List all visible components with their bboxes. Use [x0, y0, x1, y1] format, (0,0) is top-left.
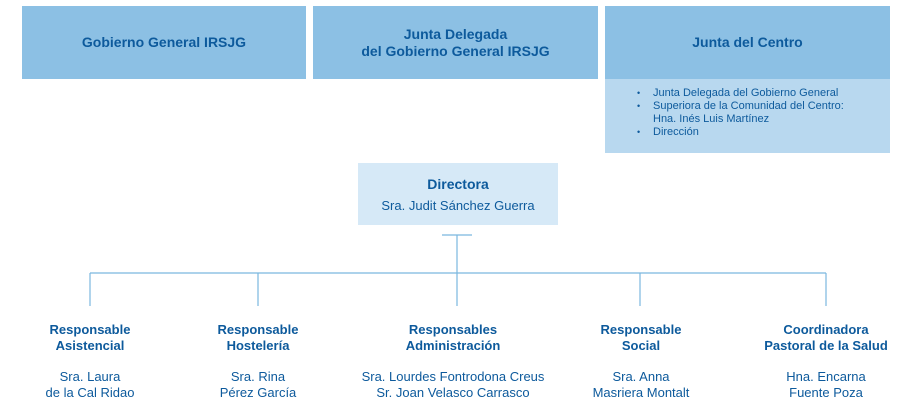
bullet-icon: •	[637, 88, 641, 98]
junta-delegada-label-line1: Junta Delegada	[403, 25, 508, 42]
bullet-icon: •	[637, 127, 641, 137]
junta-delegada-label-line2: del Gobierno General IRSJG	[361, 42, 550, 59]
gobierno-general-box: Gobierno General IRSJG	[22, 6, 306, 79]
list-item: Hna. Inés Luis Martínez	[653, 113, 770, 125]
directora-title: Directora	[427, 176, 489, 192]
junta-centro-box: Junta del Centro	[605, 6, 890, 79]
list-item: •Junta Delegada del Gobierno General	[637, 87, 839, 99]
directora-box: Directora Sra. Judit Sánchez Guerra	[358, 163, 558, 225]
junta-centro-list: •Junta Delegada del Gobierno General •Su…	[637, 87, 880, 139]
junta-centro-members: •Junta Delegada del Gobierno General •Su…	[605, 79, 890, 153]
bullet-icon: •	[637, 101, 641, 111]
junta-delegada-box: Junta Delegada del Gobierno General IRSJ…	[313, 6, 598, 79]
list-item: •Dirección	[637, 126, 699, 138]
junta-centro-label: Junta del Centro	[692, 34, 803, 50]
list-item: •Superiora de la Comunidad del Centro:	[637, 100, 844, 112]
gobierno-general-label: Gobierno General IRSJG	[81, 34, 247, 50]
directora-name: Sra. Judit Sánchez Guerra	[381, 198, 535, 213]
